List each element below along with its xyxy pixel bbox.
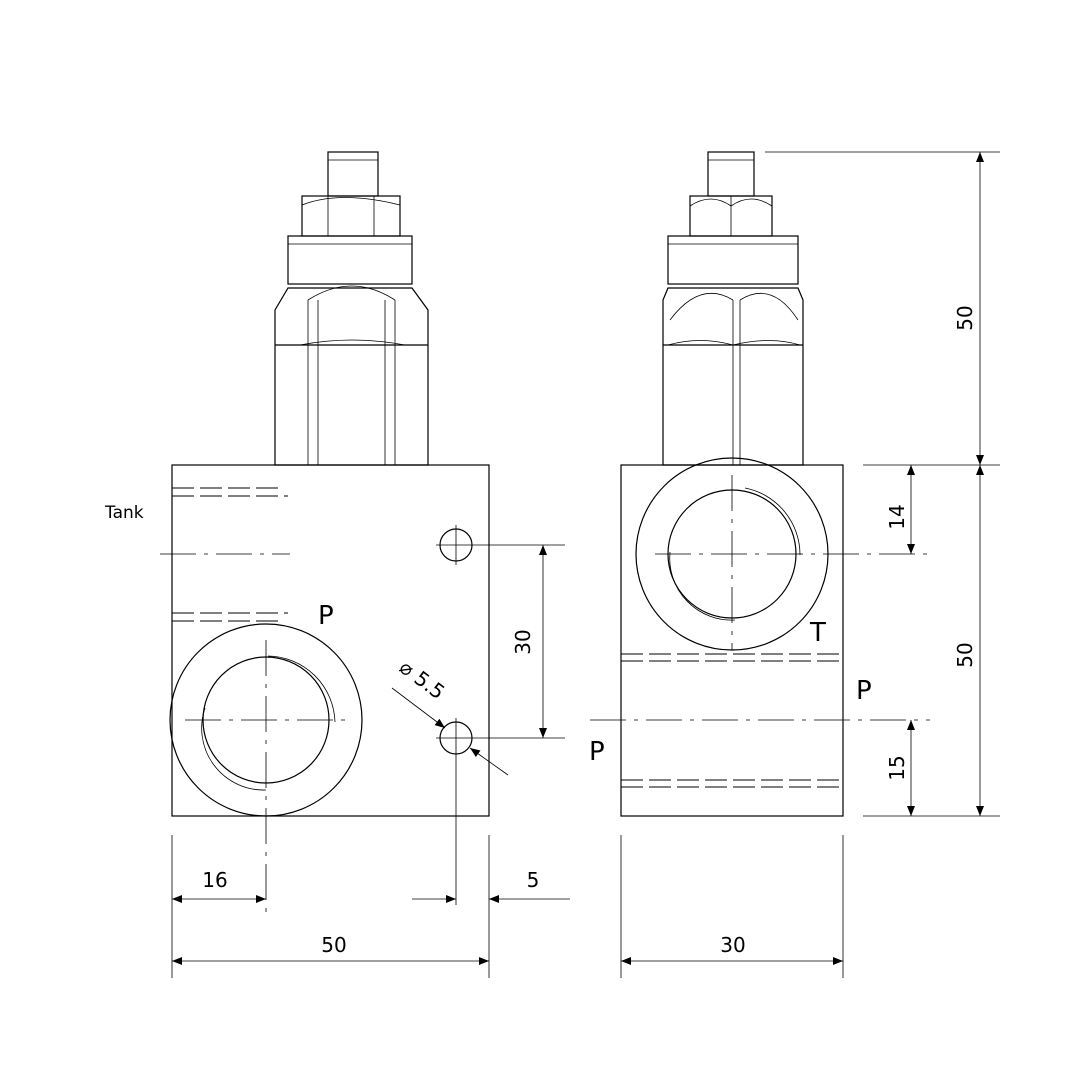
front-p-label: P	[318, 601, 334, 631]
side-p-label-left: P	[589, 737, 605, 767]
front-p-port	[169, 623, 363, 918]
tank-label: Tank	[104, 503, 144, 523]
front-adjuster	[274, 151, 429, 466]
dim-port-offset: 16	[202, 868, 227, 892]
tank-port-hidden-lines	[160, 487, 290, 622]
side-adjuster	[662, 151, 804, 466]
dim-side-width: 30	[720, 933, 745, 957]
dim-hole-spacing: 30	[511, 629, 535, 654]
mounting-holes	[436, 525, 476, 905]
dim-t-offset: 14	[885, 504, 909, 529]
dim-edge-offset: 5	[527, 868, 540, 892]
dim-body-height: 50	[953, 642, 977, 667]
side-p-port-hidden-lines	[590, 622, 930, 788]
dim-adjuster-height: 50	[953, 305, 977, 330]
dim-p-offset: 15	[885, 755, 909, 780]
front-view: 30 ⌀ 5.5 16 5 50 Tank P	[104, 151, 570, 978]
side-t-port	[635, 457, 930, 651]
dim-front-width: 50	[321, 933, 346, 957]
side-p-label-right: P	[856, 676, 872, 706]
side-t-label: T	[809, 618, 826, 648]
dim-line-hole-diameter	[391, 687, 446, 729]
side-view: 50 50 14 15 30 T P P	[589, 151, 1000, 978]
